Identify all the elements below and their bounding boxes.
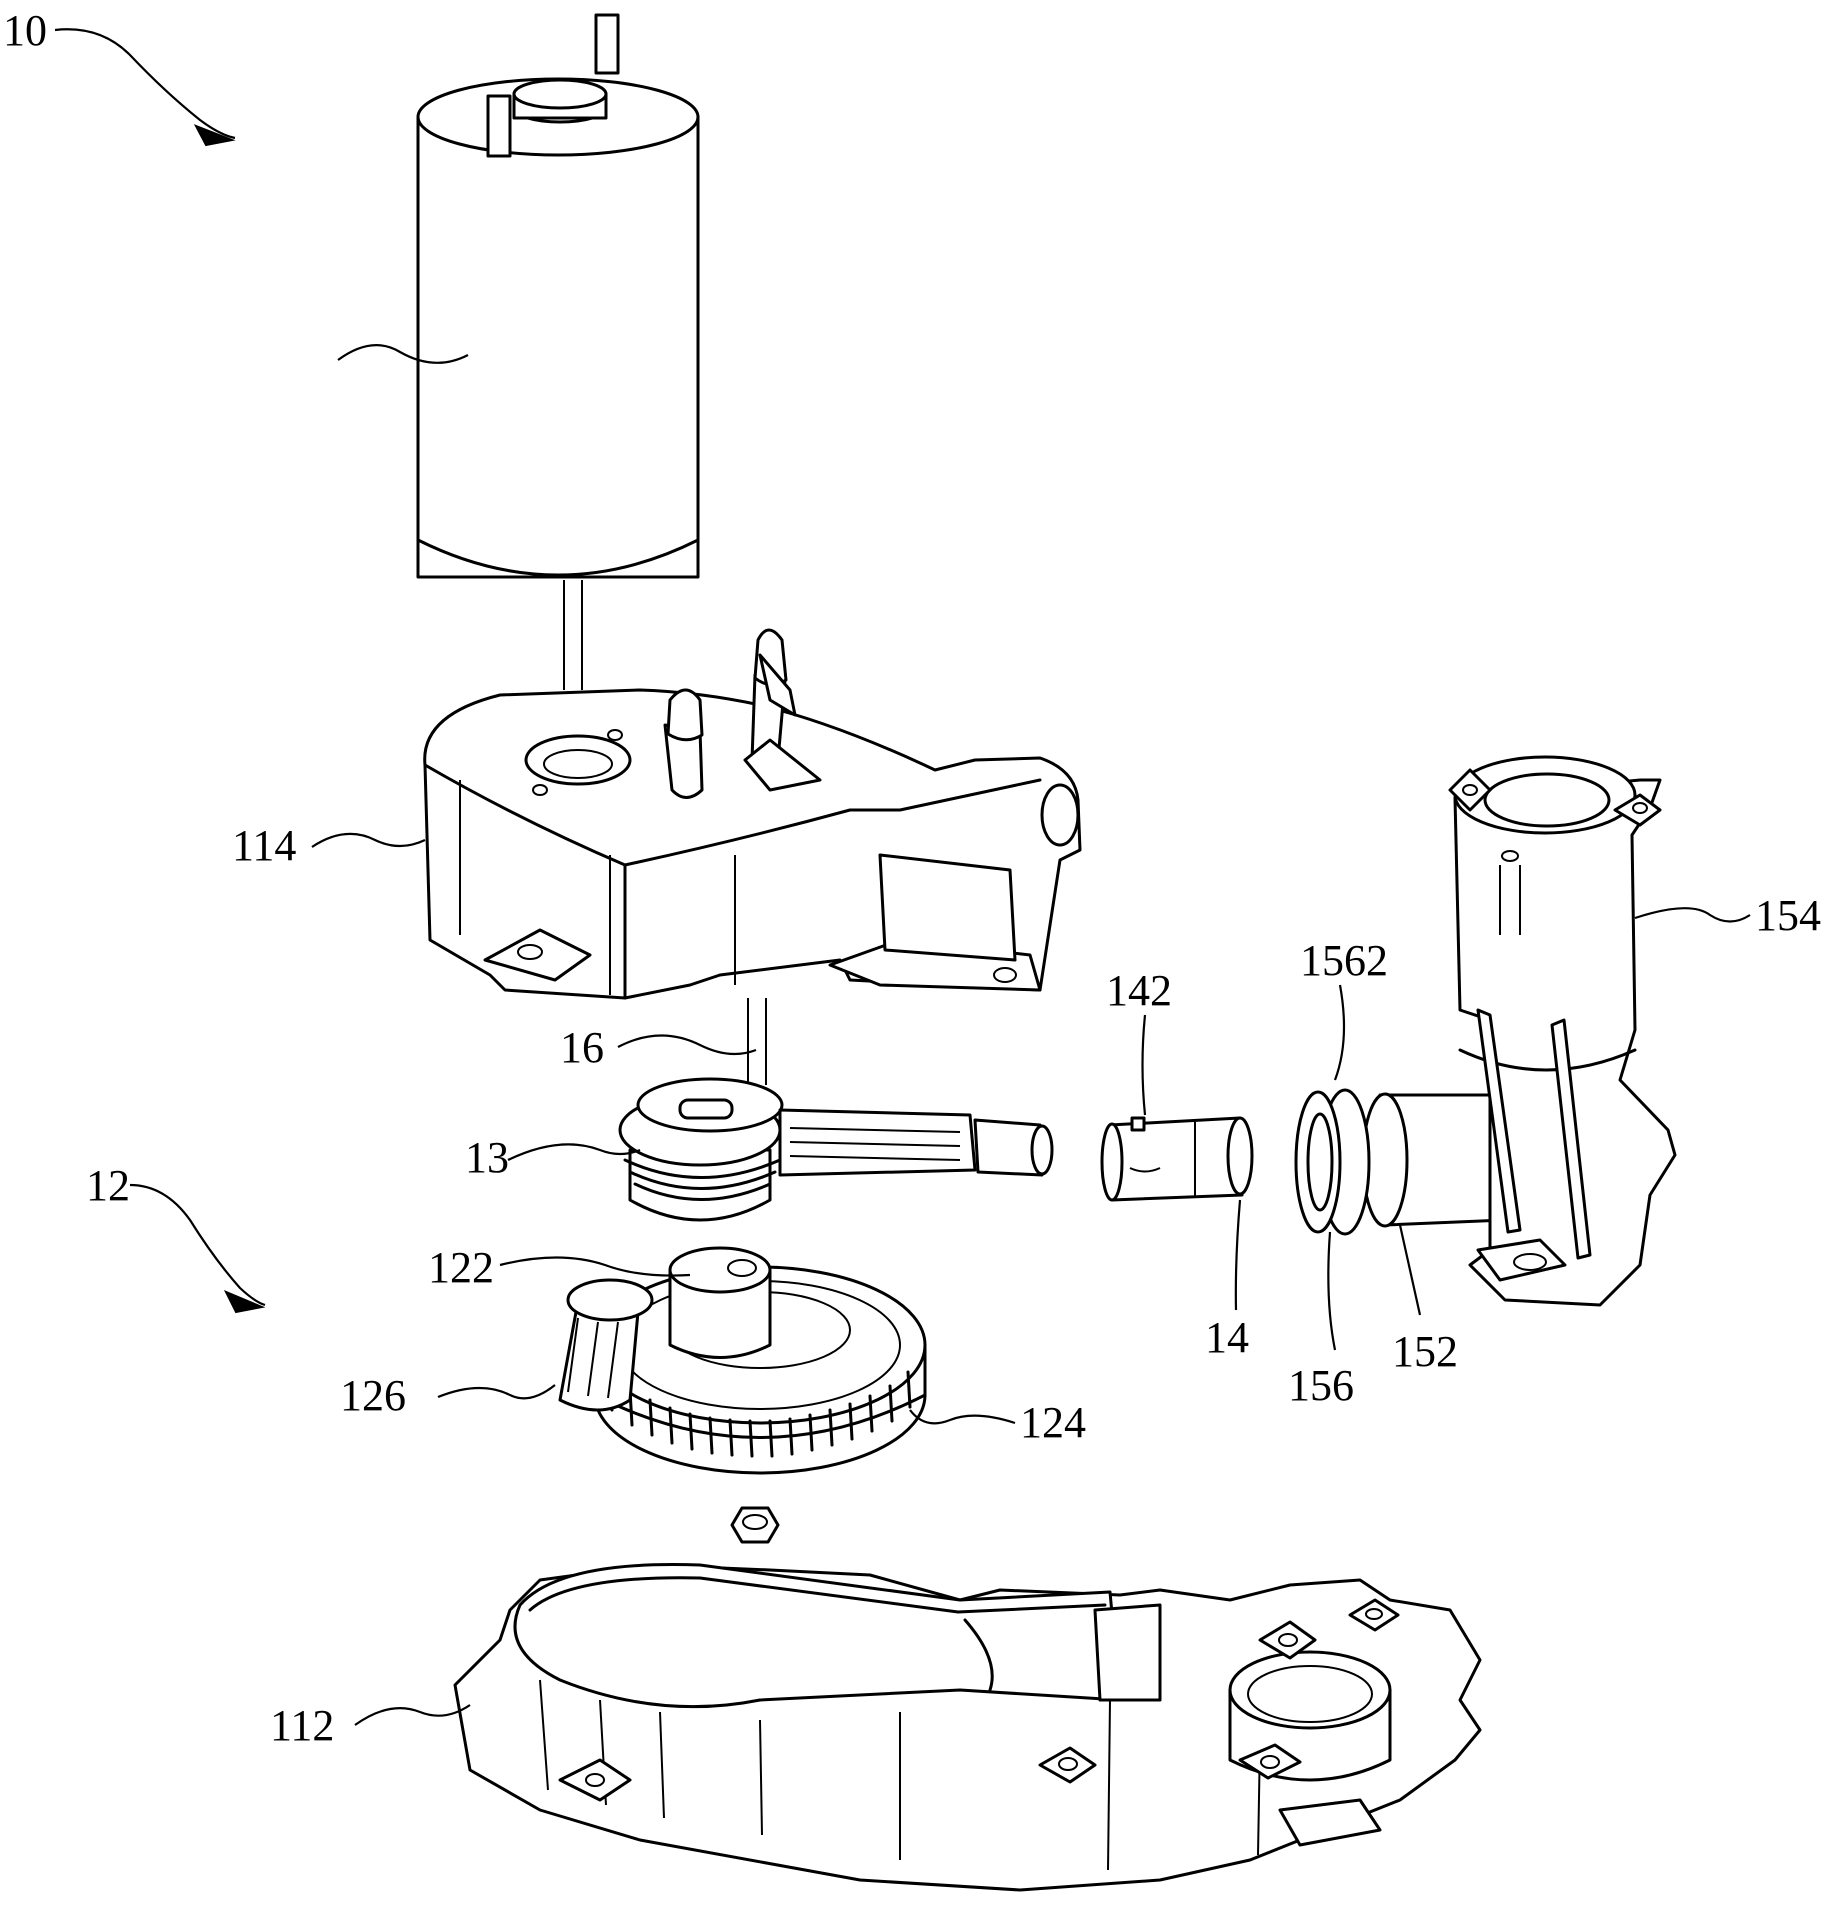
label-13: 13	[465, 1133, 509, 1182]
label-122: 122	[428, 1243, 494, 1292]
label-10: 10	[3, 6, 47, 55]
worm	[618, 1077, 1054, 1222]
label-14: 14	[1205, 1313, 1249, 1362]
label-152: 152	[1392, 1327, 1458, 1376]
lower-housing	[453, 1563, 1482, 1892]
gear-set	[558, 1246, 927, 1544]
output-shaft	[1294, 1088, 1507, 1236]
assembly-arrow-12	[129, 1183, 266, 1314]
label-124: 124	[1020, 1398, 1086, 1447]
upper-housing	[423, 628, 1082, 1085]
support-bracket	[1448, 755, 1677, 1307]
assembly-arrow-10	[54, 28, 236, 147]
label-156: 156	[1288, 1361, 1354, 1410]
label-12: 12	[86, 1161, 130, 1210]
reference-labels: 10 114 16 13 142 14 1562 156 152 154 12 …	[3, 6, 1821, 1750]
label-1562: 1562	[1300, 936, 1388, 985]
label-142: 142	[1106, 966, 1172, 1015]
leader-lines	[311, 832, 1751, 1726]
label-154: 154	[1755, 891, 1821, 940]
motor	[337, 13, 700, 690]
sleeve	[1100, 1116, 1254, 1202]
label-112: 112	[270, 1701, 334, 1750]
label-114: 114	[232, 821, 296, 870]
label-16: 16	[560, 1023, 604, 1072]
label-126: 126	[340, 1371, 406, 1420]
